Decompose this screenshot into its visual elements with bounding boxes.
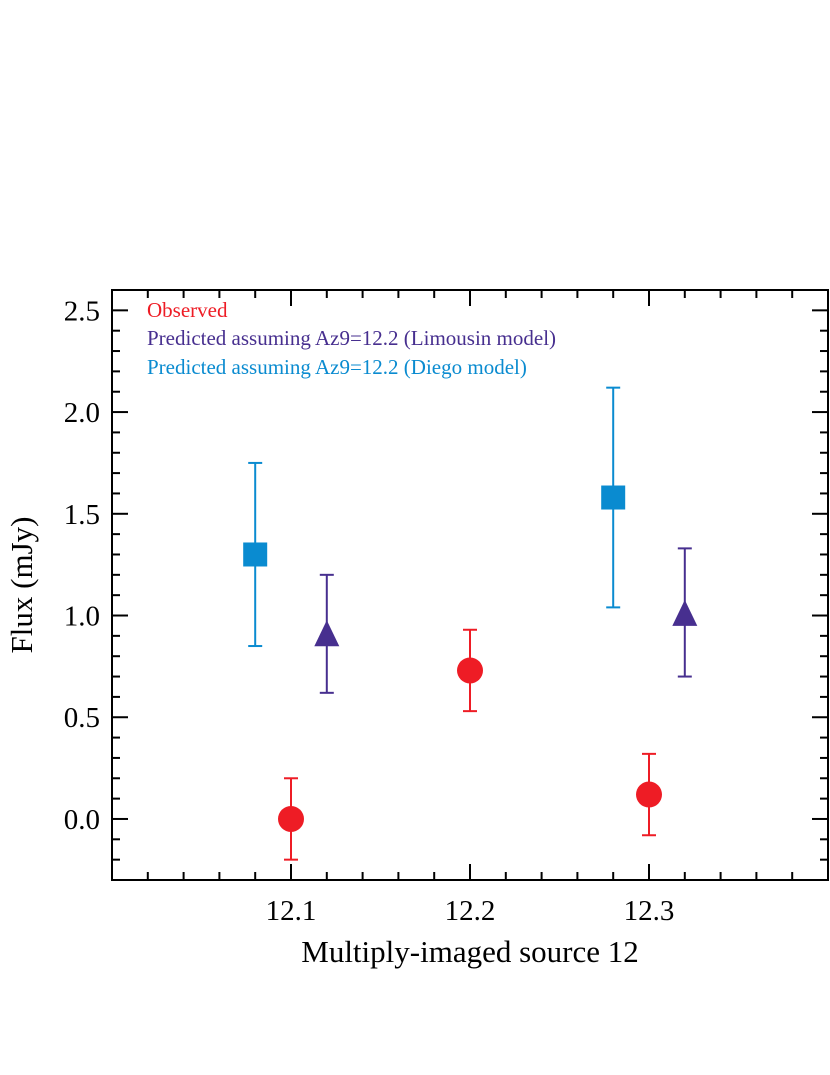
y-tick-label: 0.5 — [64, 702, 100, 734]
axis-ticks: 0.0 0.5 1.0 1.5 2.0 2.5 12.1 12.2 12.3 — [64, 289, 829, 927]
limousin-point — [672, 599, 698, 626]
legend-entry-1: Predicted assuming Az9=12.2 (Limousin mo… — [147, 326, 556, 350]
observed-point — [278, 805, 304, 832]
y-tick-label: 2.0 — [64, 397, 100, 429]
diego-point — [601, 485, 626, 510]
observed-point — [457, 657, 483, 684]
limousin-point — [314, 620, 340, 647]
legend: Observed Predicted assuming Az9=12.2 (Li… — [147, 298, 556, 379]
y-tick-label: 2.5 — [64, 295, 100, 327]
y-axis-title: Flux (mJy) — [4, 517, 39, 654]
x-tick-label: 12.2 — [445, 895, 496, 927]
data-marks — [243, 386, 698, 861]
x-tick-label: 12.3 — [624, 895, 675, 927]
y-tick-label: 1.0 — [64, 601, 100, 633]
y-tick-label: 0.0 — [64, 804, 100, 836]
observed-point — [636, 781, 662, 808]
x-axis-title: Multiply-imaged source 12 — [301, 934, 639, 969]
diego-point — [243, 542, 268, 567]
legend-entry-2: Predicted assuming Az9=12.2 (Diego model… — [147, 355, 527, 379]
x-tick-label: 12.1 — [266, 895, 317, 927]
legend-entry-0: Observed — [147, 298, 228, 322]
y-tick-label: 1.5 — [64, 499, 100, 531]
